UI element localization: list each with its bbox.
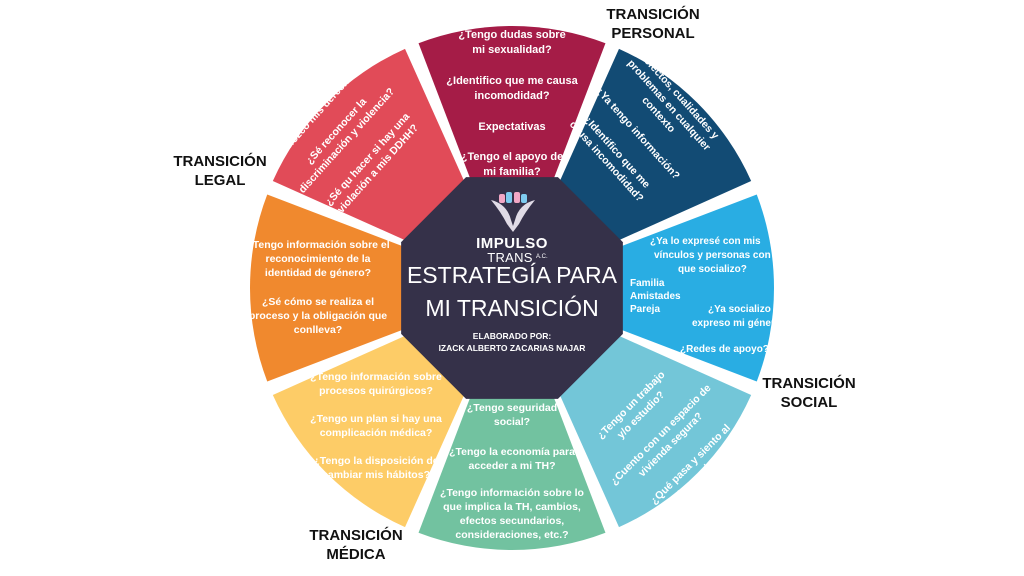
label-social: TRANSICIÓN SOCIAL (762, 375, 856, 411)
segment-medical-hormones (418, 387, 606, 550)
text-medical-hormones-line: ¿Tengo la economía para (449, 446, 575, 458)
segment-legal-identity (250, 194, 413, 382)
segment-medical-surgery (272, 331, 469, 528)
text-family-sexuality-line: mi sexualidad? (472, 44, 552, 56)
segment-social-expression (611, 194, 774, 382)
text-medical-hormones-line: consideraciones, etc.? (455, 529, 568, 541)
segment-social-safety (555, 331, 752, 528)
text-legal-identity: ¿Tengo información sobre el reconocimient… (246, 239, 389, 336)
center-title-line1: ESTRATEGÍA PARA (407, 262, 618, 288)
text-social-expression: ¿Ya lo expresé con mis vínculos y persona… (630, 236, 788, 355)
text-social-expression-line: vínculos y personas con las (654, 250, 788, 261)
text-social-expression-line: expreso mi género? (692, 318, 787, 329)
text-medical-surgery-line: procesos quirúrgicos? (319, 385, 433, 397)
text-social-expression-line: ¿Ya lo expresé con mis (650, 236, 761, 247)
credit-label: ELABORADO POR: (473, 331, 552, 341)
label-legal: TRANSICIÓN LEGAL (173, 153, 267, 189)
logo-text-trans: TRANS (487, 250, 533, 265)
text-medical-surgery-line: complicación médica? (320, 427, 433, 439)
text-medical-surgery: ¿Tengo información sobre procesos quirúrg… (310, 371, 442, 481)
text-legal-identity-line: identidad de género? (265, 267, 371, 279)
credit-name: IZACK ALBERTO ZACARIAS NAJAR (439, 343, 586, 353)
text-medical-hormones: ¿Tengo seguridad social? ¿Tengo la economí… (440, 402, 584, 541)
text-legal-identity-line: conlleva? (294, 324, 342, 336)
text-legal-identity-line: ¿Tengo información sobre el (246, 239, 389, 251)
text-social-expression-line: Amistades (630, 291, 681, 302)
logo-text-suffix: A.C. (536, 254, 548, 260)
text-family-sexuality-line: ¿Identifico que me causa (446, 75, 578, 87)
label-personal: TRANSICIÓN PERSONAL (606, 6, 700, 42)
text-family-sexuality-line: Expectativas (478, 121, 545, 133)
center-title-line2: MI TRANSICIÓN (425, 295, 598, 321)
text-family-sexuality-line: mi familia? (483, 166, 541, 178)
text-family-sexuality-line: incomodidad? (474, 90, 549, 102)
center-octagon (401, 177, 623, 399)
impulso-trans-logo (491, 192, 535, 232)
segment-family-sexuality (418, 26, 606, 189)
text-social-expression-line: que socializo? (678, 264, 747, 275)
text-medical-surgery-line: cambiar mis hábitos? (322, 469, 430, 481)
pink-stripe (499, 194, 505, 203)
logo-text-impulso: IMPULSO (476, 235, 548, 252)
blue-stripe-2 (521, 194, 527, 203)
text-medical-hormones-line: ¿Tengo seguridad (467, 402, 557, 414)
text-medical-surgery-line: ¿Tengo un plan si hay una (310, 413, 442, 425)
segment-legal-rights (272, 48, 469, 245)
text-medical-hormones-line: acceder a mi TH? (469, 460, 556, 472)
blue-stripe (506, 192, 512, 203)
text-medical-surgery-line: ¿Tengo la disposición de (313, 455, 438, 467)
text-legal-identity-line: ¿Sé cómo se realiza el (262, 296, 374, 308)
text-medical-surgery-line: ¿Tengo información sobre (310, 371, 442, 383)
text-family-sexuality-line: ¿Tengo el apoyo de (461, 151, 563, 163)
text-legal-identity-line: reconocimiento de la (265, 253, 370, 265)
text-social-expression-line: ¿Ya socializo y (708, 304, 780, 315)
text-social-expression-line: ¿Redes de apoyo? (680, 344, 769, 355)
text-family-sexuality-line: ¿Tengo dudas sobre (458, 29, 565, 41)
segment-personal (555, 48, 752, 245)
text-social-expression-line: Familia (630, 278, 665, 289)
text-medical-hormones-line: que implica la TH, cambios, (443, 501, 581, 513)
text-legal-identity-line: proceso y la obligación que (249, 310, 387, 322)
text-medical-hormones-line: ¿Tengo información sobre lo (440, 487, 584, 499)
pink-stripe-2 (514, 192, 520, 203)
text-family-sexuality: ¿Tengo dudas sobre mi sexualidad? ¿Identif… (446, 29, 578, 178)
wings-icon (491, 200, 535, 232)
text-medical-hormones-line: efectos secundarios, (460, 515, 565, 527)
text-social-expression-line: Pareja (630, 304, 660, 315)
text-medical-hormones-line: social? (494, 416, 530, 428)
label-medical: TRANSICIÓN MÉDICA (309, 527, 403, 563)
